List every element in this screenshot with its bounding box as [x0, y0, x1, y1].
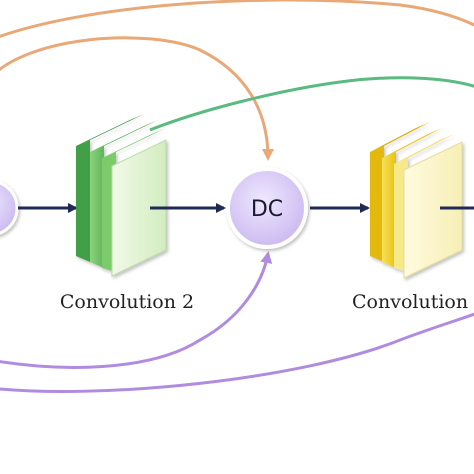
- conv3-block: [370, 122, 463, 279]
- input-node: [0, 181, 19, 235]
- dc-node-label: DC: [251, 197, 283, 222]
- conv2-label: Convolution 2: [60, 291, 194, 313]
- orange-skip-connection-to-dc: [0, 36, 274, 161]
- dc-node: DC: [226, 167, 308, 249]
- orange-skip-connection-outer: [0, 0, 474, 38]
- conv2-block: [76, 114, 167, 277]
- purple-skip-connection-to-dc: [0, 251, 273, 369]
- conv3-label: Convolution 3: [352, 291, 474, 313]
- green-skip-connection-from-conv2: [149, 76, 474, 132]
- purple-skip-connection-outer: [0, 312, 474, 393]
